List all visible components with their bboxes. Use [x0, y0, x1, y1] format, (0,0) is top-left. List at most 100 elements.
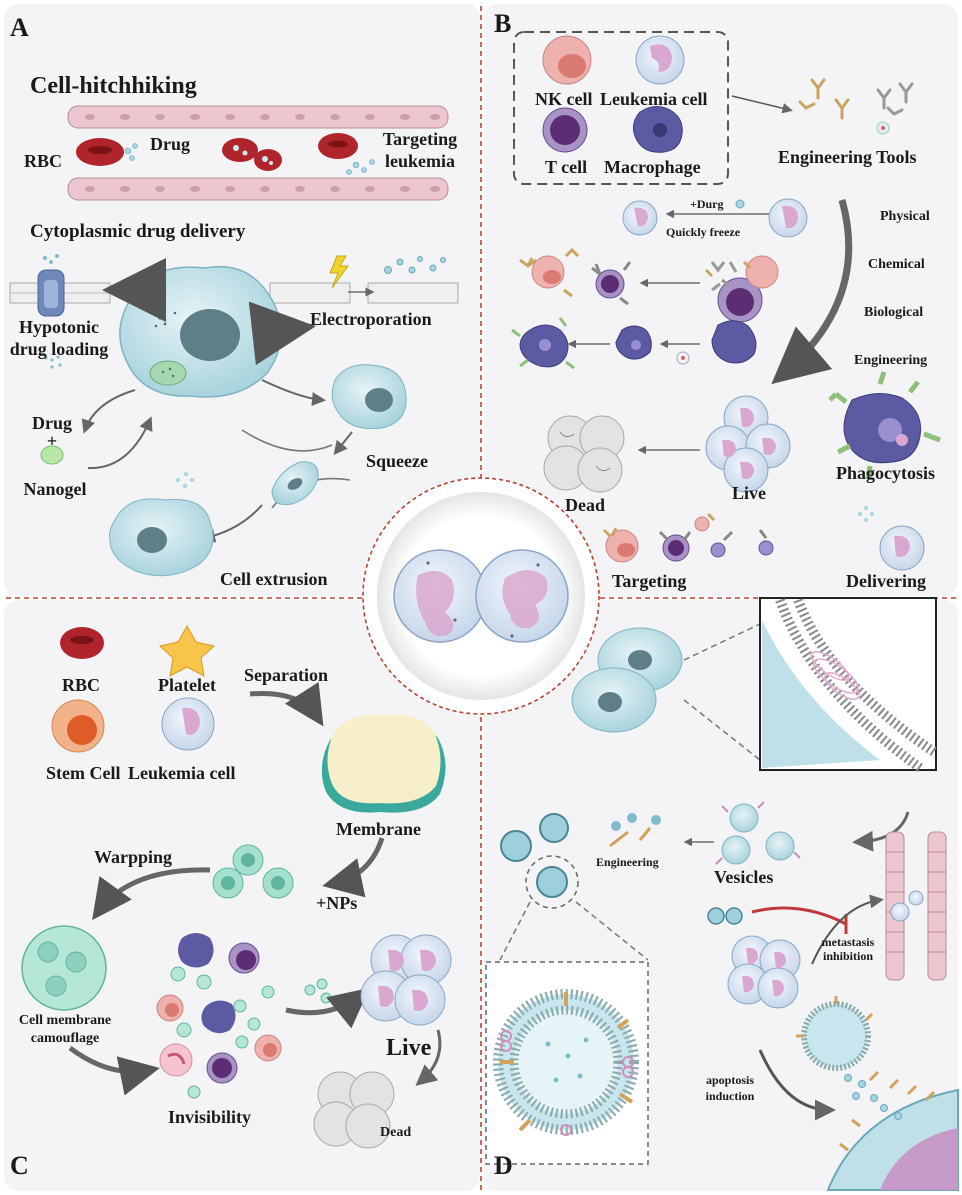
leukemia-cell-label-c: Leukemia cell [128, 763, 236, 783]
blood-vessel-bottom [67, 177, 449, 201]
camouflage-label-1: Cell membrane [18, 1013, 112, 1028]
targeting-label-2: leukemia [385, 151, 455, 171]
membrane-label: Membrane [336, 819, 421, 839]
vesicles-cluster [715, 801, 801, 865]
camouflaged-nanoparticles [212, 844, 294, 899]
quickly-freeze-label: Quickly freeze [666, 225, 741, 239]
bilayer-zoom [759, 597, 937, 773]
tcell-with-antibodies [704, 255, 779, 323]
blood-vessel-top [67, 105, 449, 129]
drug-label-a: Drug [150, 134, 190, 154]
leukemia-cell-icon [635, 35, 685, 85]
apoptosis-label-1: apoptosis [705, 1073, 755, 1087]
panel-b-letter: B [494, 9, 512, 38]
antibody-icons [798, 78, 914, 120]
phagocytosis-cell [828, 371, 941, 479]
physical-label: Physical [880, 209, 930, 224]
squeeze-cell-2 [271, 461, 319, 506]
engineered-macrophage [511, 317, 575, 370]
targeting-label-b: Targeting [612, 571, 687, 591]
engineered-t-cell [591, 261, 632, 306]
delivering-cell [858, 506, 925, 571]
center-emblem [362, 477, 600, 715]
camouflage-label-2: camouflage [30, 1031, 100, 1046]
macrophage-particle [615, 325, 652, 360]
engineering-arrow [771, 199, 853, 385]
dead-cell-cluster-c [313, 1071, 395, 1149]
phagocytosis-label: Phagocytosis [836, 463, 935, 483]
camouflage-cell [21, 925, 107, 1011]
targeting-label-1: Targeting [382, 129, 458, 149]
vesicle-zoom [485, 961, 649, 1165]
electroporation-label: Electroporation [310, 309, 432, 329]
leukemia-cluster-d [727, 935, 801, 1009]
cell-type-box [513, 31, 729, 185]
engineered-nk-cell [519, 247, 580, 298]
live-cell-cluster [705, 395, 791, 493]
warpping-label: Warpping [94, 847, 173, 867]
engineering-label-b: Engineering [854, 353, 928, 368]
vesicles-label: Vesicles [714, 867, 774, 887]
squeeze-channel-wall [241, 429, 333, 452]
panel-d-letter: D [494, 1151, 513, 1180]
live-cell-cluster-c [360, 934, 452, 1026]
apoptosis-label-2: induction [705, 1089, 755, 1103]
biological-label: Biological [864, 305, 924, 320]
rbc-label-c: RBC [62, 675, 101, 695]
dead-cell-cluster [543, 415, 625, 493]
live-label-c: Live [386, 1035, 432, 1061]
t-cell-label: T cell [545, 157, 588, 177]
nanogel-label: Nanogel [23, 479, 87, 499]
cytoplasmic-delivery-title: Cytoplasmic drug delivery [30, 221, 246, 242]
membrane-sheet [321, 714, 446, 813]
cell-hitchhiking-title: Cell-hitchhiking [30, 73, 197, 99]
target-cell-apoptosis [826, 1070, 959, 1191]
t-cell-icon [542, 107, 588, 153]
panel-a-letter: A [10, 13, 29, 42]
nk-cell-label: NK cell [535, 89, 593, 109]
metastasis-label-2: inhibition [822, 949, 874, 963]
hypotonic-label-2: drug loading [9, 339, 109, 359]
hypotonic-label-1: Hypotonic [18, 317, 99, 337]
macrophage-start [711, 320, 757, 364]
squeeze-cell-1 [331, 364, 407, 430]
stem-cell-label: Stem Cell [46, 763, 121, 783]
membrane-channel [37, 254, 65, 317]
invisibility-cell-mix [156, 933, 332, 1099]
membrane-cells-d [571, 627, 683, 733]
stem-cell-icon [51, 699, 105, 753]
metastasis-label-1: metastasis [821, 935, 875, 949]
inhibition-line [751, 906, 847, 926]
drug-particles [124, 143, 375, 175]
dead-label-c: Dead [380, 1125, 412, 1140]
vessel-right [885, 831, 947, 981]
big-immune-cell [119, 265, 282, 398]
nanogel-particles [40, 355, 64, 465]
lipid-bilayer-right [269, 256, 459, 304]
macrophage-icon [633, 106, 683, 153]
dead-label-b: Dead [565, 495, 605, 515]
engineering-tools-d [609, 813, 661, 848]
engineered-vesicles [500, 813, 579, 909]
engineering-tools-label: Engineering Tools [778, 147, 917, 167]
squeeze-label: Squeeze [366, 451, 428, 471]
macrophage-label: Macrophage [604, 157, 701, 177]
platelet-label: Platelet [158, 675, 216, 695]
chemical-label: Chemical [868, 257, 925, 272]
rbc-cells-vessel [76, 133, 358, 171]
rbc-label-a: RBC [24, 151, 63, 171]
engineering-label-d: Engineering [596, 855, 659, 869]
extruded-cell [109, 472, 214, 577]
leukemia-frozen-cell [622, 200, 658, 236]
plus-label: + [46, 431, 58, 451]
nk-cell-icon [542, 35, 592, 85]
lightning-icon [329, 255, 349, 289]
invisibility-label: Invisibility [168, 1107, 252, 1127]
leukemia-cell-icon-c [161, 697, 215, 751]
nps-label: +NPs [316, 893, 358, 913]
durg-label: +Durg [690, 197, 724, 211]
targeting-cells [602, 512, 774, 563]
drug-label-nanogel: Drug [32, 413, 72, 433]
